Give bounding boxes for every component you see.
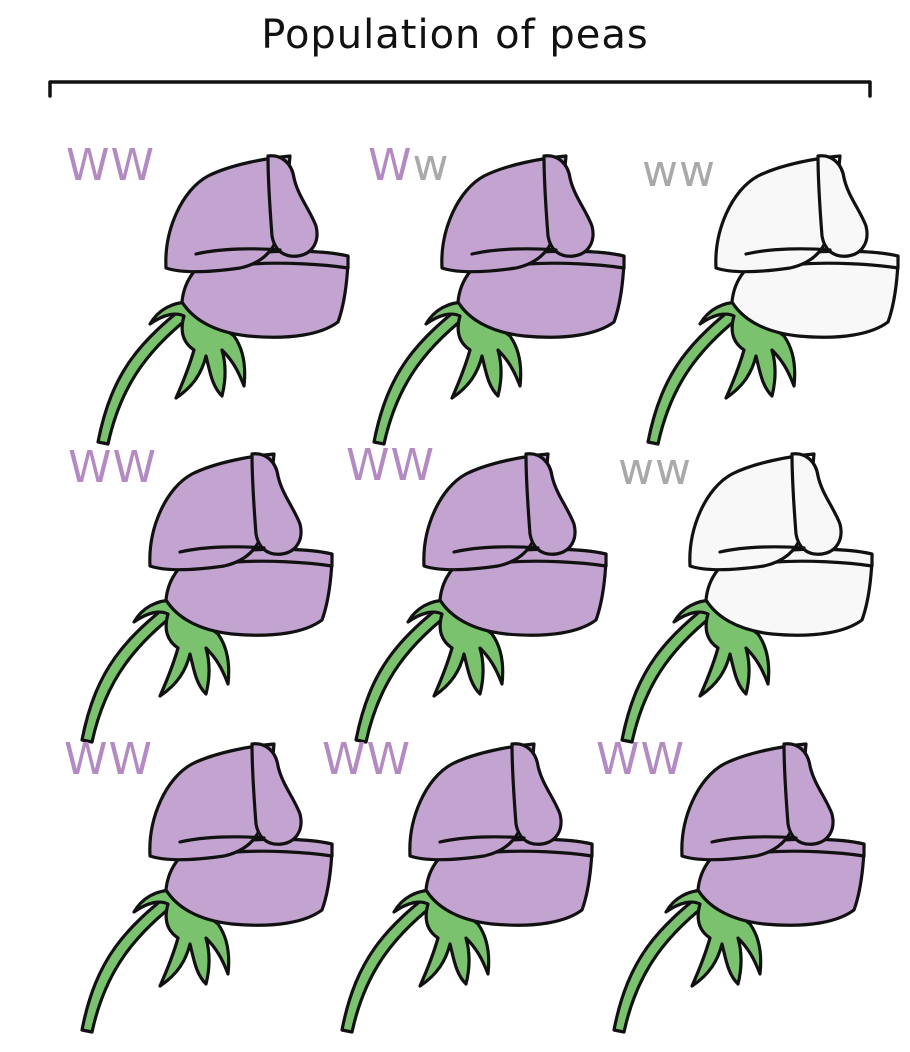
allele-dominant: W <box>64 734 109 785</box>
allele-dominant: W <box>68 442 113 493</box>
pea-flower-icon <box>80 742 334 1034</box>
allele-dominant: W <box>346 440 391 491</box>
pea-flower-1: WW <box>66 140 372 450</box>
allele-recessive: w <box>642 146 679 197</box>
allele-dominant: W <box>640 734 686 785</box>
pea-flower-icon <box>340 742 594 1034</box>
allele-dominant: W <box>368 140 413 191</box>
pea-flower-3: ww <box>622 146 910 450</box>
pea-flower-5: WW <box>330 440 630 748</box>
allele-dominant: W <box>110 140 156 191</box>
pea-flower-4: WW <box>56 442 356 748</box>
allele-dominant: W <box>108 734 154 785</box>
pea-flower-7: WW <box>56 734 356 1038</box>
genotype-label: WW <box>346 440 435 491</box>
allele-recessive: w <box>618 444 655 495</box>
genotype-label: Ww <box>368 140 450 191</box>
population-bracket <box>48 80 872 98</box>
genotype-label: ww <box>618 444 692 495</box>
pea-flower-8: WW <box>316 734 616 1038</box>
allele-recessive: w <box>679 146 716 197</box>
genotype-label: WW <box>322 734 411 785</box>
genotype-label: WW <box>66 140 155 191</box>
pea-flower-icon <box>646 154 900 446</box>
allele-dominant: W <box>66 140 111 191</box>
allele-dominant: W <box>112 442 158 493</box>
pea-flower-icon <box>372 154 626 446</box>
pea-flower-icon <box>354 452 608 744</box>
pea-flower-9: WW <box>588 734 888 1038</box>
pea-flower-icon <box>612 742 866 1034</box>
genotype-label: WW <box>64 734 153 785</box>
pea-flower-icon <box>620 452 874 744</box>
diagram-title: Population of peas <box>261 12 649 58</box>
pea-flower-icon <box>96 154 350 446</box>
allele-recessive: w <box>412 140 450 191</box>
allele-dominant: W <box>366 734 412 785</box>
pea-flower-icon <box>80 452 334 744</box>
genotype-label: WW <box>68 442 157 493</box>
genotype-label: WW <box>596 734 685 785</box>
pea-flower-6: ww <box>596 444 896 748</box>
allele-recessive: w <box>655 444 692 495</box>
allele-dominant: W <box>390 440 436 491</box>
genotype-label: ww <box>642 146 716 197</box>
allele-dominant: W <box>596 734 641 785</box>
pea-flower-2: Ww <box>348 140 648 450</box>
allele-dominant: W <box>322 734 367 785</box>
